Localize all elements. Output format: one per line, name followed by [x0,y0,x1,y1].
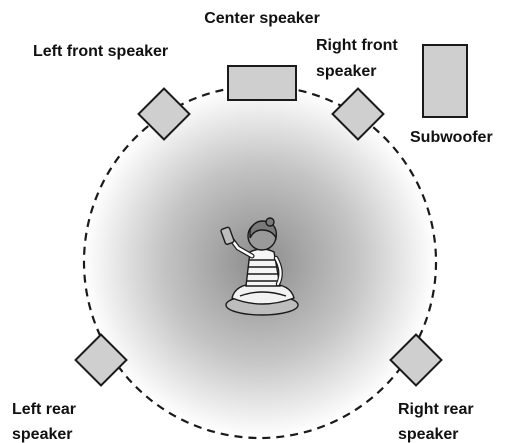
right-rear-speaker-label-line1: Right rear [398,401,474,418]
subwoofer [422,44,468,118]
right-rear-speaker-label-line2: speaker [398,426,459,443]
subwoofer-label: Subwoofer [410,129,493,146]
right-rear-speaker [389,333,443,387]
center-speaker [227,65,297,101]
left-rear-speaker [74,333,128,387]
left-rear-speaker-label-line2: speaker [12,426,73,443]
right-front-speaker-label-line2: speaker [316,63,377,80]
right-front-speaker-label-line1: Right front [316,37,398,54]
center-speaker-label: Center speaker [204,10,320,27]
left-front-speaker-label: Left front speaker [33,43,168,60]
left-rear-speaker-label-line1: Left rear [12,401,76,418]
left-front-speaker [137,87,191,141]
right-front-speaker [331,87,385,141]
listener-icon [220,217,299,316]
